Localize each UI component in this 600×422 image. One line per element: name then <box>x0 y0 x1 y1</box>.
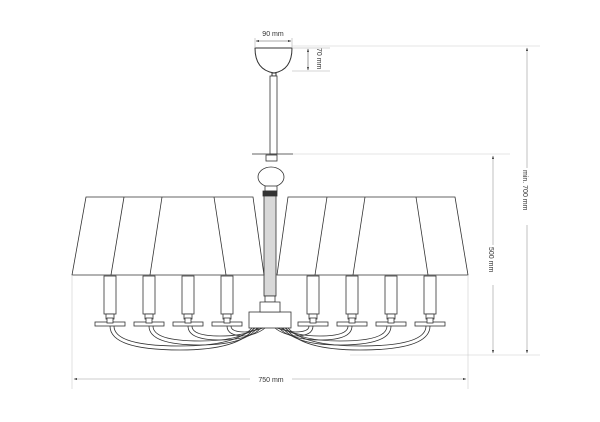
ceiling-canopy <box>254 47 293 77</box>
candle-4 <box>211 275 243 327</box>
candle-7 <box>375 275 407 327</box>
dim-canopy-width: 90 mm <box>254 31 293 48</box>
candle-6 <box>336 275 368 327</box>
candle-holders <box>94 275 446 327</box>
suspension-rod <box>252 75 293 162</box>
decorative-orb <box>257 166 285 192</box>
dim-total-height: min. 700 mm <box>292 45 540 356</box>
candle-2 <box>133 275 165 327</box>
lampshades-right <box>276 196 469 276</box>
canopy-height-label: 70 mm <box>315 48 322 70</box>
canopy-width-label: 90 mm <box>262 31 284 38</box>
candle-8 <box>414 275 446 327</box>
central-stem <box>248 190 292 329</box>
candle-3 <box>172 275 204 327</box>
total-width-label: 750 mm <box>258 377 283 384</box>
total-height-label: min. 700 mm <box>521 170 528 211</box>
body-height-label: 500 mm <box>487 247 494 272</box>
dim-body-height: 500 mm <box>293 153 510 354</box>
dim-total-width: 750 mm <box>71 275 469 389</box>
chandelier-arms <box>109 325 431 351</box>
dim-canopy-height: 70 mm <box>292 47 330 72</box>
candle-5 <box>297 275 329 327</box>
candle-1 <box>94 275 126 327</box>
lampshades-left <box>71 196 265 276</box>
